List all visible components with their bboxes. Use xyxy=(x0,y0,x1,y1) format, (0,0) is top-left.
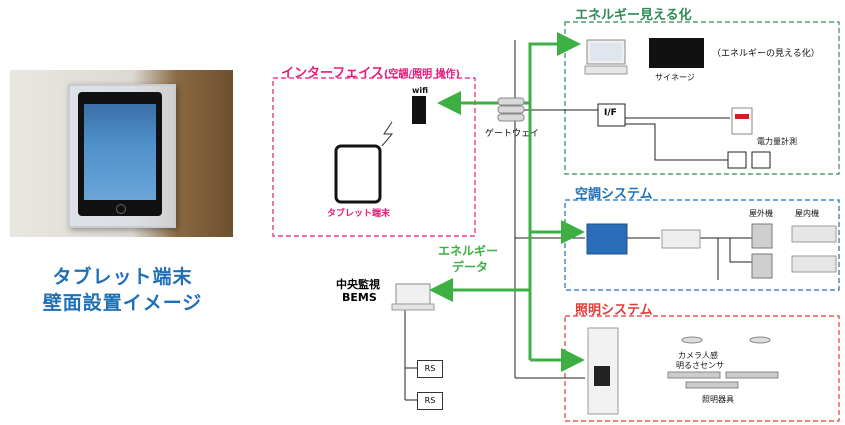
hvac-box xyxy=(564,199,840,291)
hvac-panel-icon xyxy=(661,229,701,249)
wifi-label: wifi xyxy=(412,86,429,95)
photo-caption-line1: タブレット端末 xyxy=(52,266,193,288)
indoor-unit-icon-2 xyxy=(791,255,837,273)
indoor-unit-icon-1 xyxy=(791,225,837,243)
hvac-unit-line xyxy=(700,237,752,263)
sensor-label-1: カメラ人感 xyxy=(678,351,718,360)
if-label: I/F xyxy=(604,108,617,118)
bems-line2: BEMS xyxy=(342,291,377,304)
gateway-label: ゲートウェイ xyxy=(485,129,540,139)
sub-box-1 xyxy=(727,151,747,169)
sensor-label-2: 明るさセンサ xyxy=(676,361,724,370)
outdoor-unit-label: 屋外機 xyxy=(749,209,773,218)
signage-icon xyxy=(649,38,704,68)
energy-data-line1: エネルギー xyxy=(438,244,499,258)
tablet-device xyxy=(78,92,162,216)
fixture-label: 照明器具 xyxy=(702,395,734,404)
bems-line1: 中央監視 xyxy=(336,278,380,291)
visualization-title: エネルギー見える化 xyxy=(575,8,692,23)
outdoor-unit-icon-1 xyxy=(751,223,773,249)
light-fixture-icon-1 xyxy=(667,371,721,379)
gateway-icon xyxy=(497,97,525,122)
tablet-screen xyxy=(84,104,156,200)
wireless-signal-icon xyxy=(381,121,394,147)
photo-caption-line2: 壁面設置イメージ xyxy=(42,292,203,314)
tablet-label: タブレット端末 xyxy=(327,209,391,219)
light-fixture-icon-3 xyxy=(685,381,739,389)
indoor-unit-label: 屋内機 xyxy=(795,209,819,218)
interface-title: インターフェイス(空調/照明 操作) xyxy=(281,62,460,81)
tablet-icon xyxy=(334,144,382,204)
rs-box-2: RS xyxy=(417,392,443,410)
energy-data-line2: データ xyxy=(452,260,489,274)
meter-label: 電力量計測 xyxy=(757,137,797,146)
light-fixture-icon-2 xyxy=(725,371,779,379)
tablet-wall-photo xyxy=(10,70,233,237)
signage-label: サイネージ xyxy=(655,73,695,82)
pc-icon xyxy=(584,39,628,75)
outdoor-unit-icon-2 xyxy=(751,253,773,279)
interface-box xyxy=(272,77,476,237)
home-button xyxy=(116,204,126,214)
interface-title-sub: (空調/照明 操作) xyxy=(383,69,461,80)
sensor-icon-1 xyxy=(681,336,703,344)
sub-box-2 xyxy=(751,151,771,169)
if-box xyxy=(597,103,626,127)
interface-title-main: インターフェイス xyxy=(281,66,384,81)
hvac-title: 空調システム xyxy=(575,187,653,202)
rs-box-1: RS xyxy=(417,360,443,378)
visualization-box xyxy=(564,21,840,175)
visualization-note: （エネルギーの見える化） xyxy=(712,49,820,59)
wifi-router-icon xyxy=(412,96,426,124)
sensor-icon-2 xyxy=(749,336,771,344)
bems-pc-icon xyxy=(391,283,435,311)
arrow-to-visualization xyxy=(528,32,581,360)
if-subline xyxy=(625,123,730,161)
lighting-title: 照明システム xyxy=(575,303,653,318)
hvac-controller-icon xyxy=(586,223,628,255)
power-meter-icon xyxy=(731,107,753,135)
lighting-panel-icon xyxy=(587,327,619,415)
